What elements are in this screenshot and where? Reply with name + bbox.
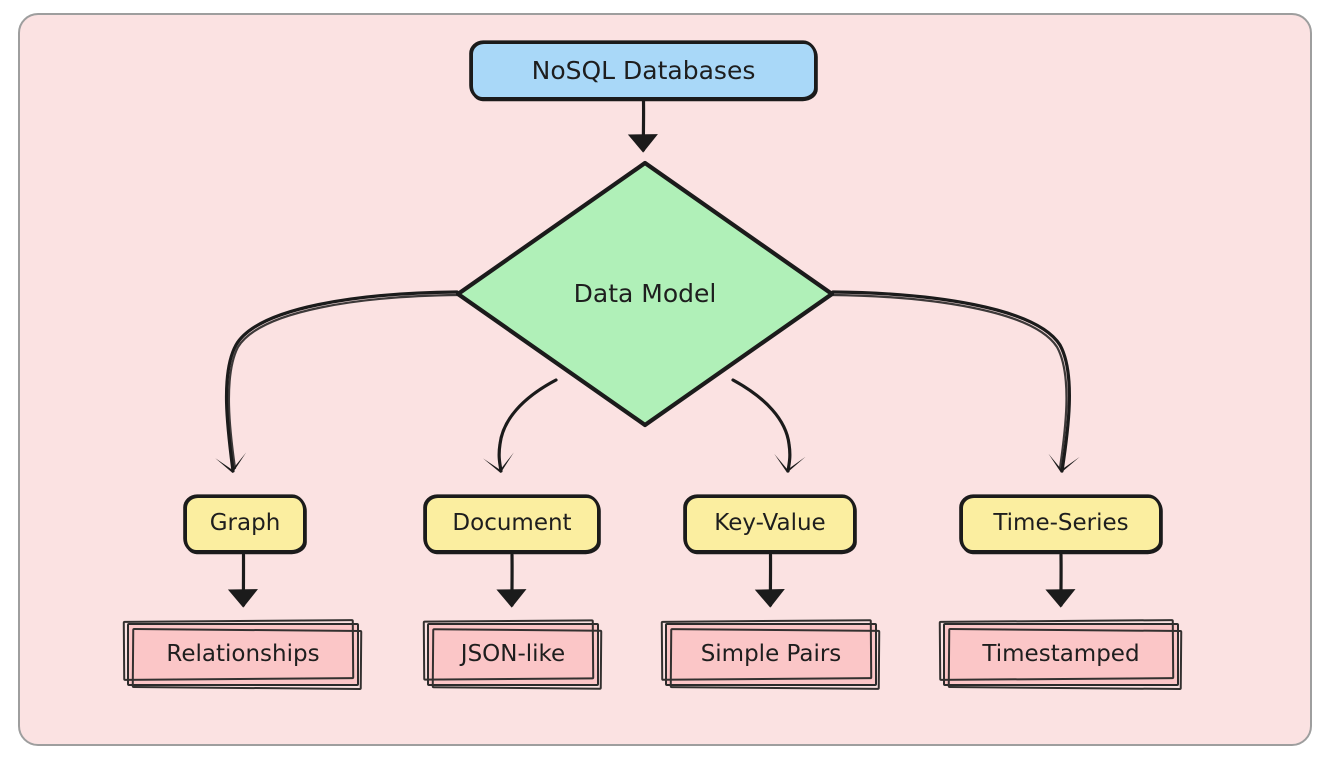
node-key-value[interactable]: Key-Value [684,495,856,553]
node-time-series[interactable]: Time-Series [960,495,1162,553]
node-label: Simple Pairs [700,640,842,667]
node-label: Key-Value [714,510,826,537]
node-simple-pairs[interactable]: Simple Pairs [665,623,877,686]
node-label: Relationships [166,640,320,667]
node-timestamped[interactable]: Timestamped [943,623,1179,686]
node-label: Graph [209,510,281,537]
node-label: NoSQL Databases [531,55,756,85]
node-json-like[interactable]: JSON-like [427,623,599,686]
node-nosql-databases[interactable]: NoSQL Databases [470,41,817,100]
node-relationships[interactable]: Relationships [127,623,359,686]
node-label: Document [452,510,572,537]
diamond-shape [455,160,835,428]
node-label: Time-Series [993,510,1129,537]
node-label: JSON-like [460,640,566,667]
node-graph[interactable]: Graph [184,495,306,553]
node-document[interactable]: Document [424,495,600,553]
node-label: Data Model [573,279,717,309]
node-data-model[interactable]: Data Model [455,160,835,428]
node-label: Timestamped [982,640,1140,667]
